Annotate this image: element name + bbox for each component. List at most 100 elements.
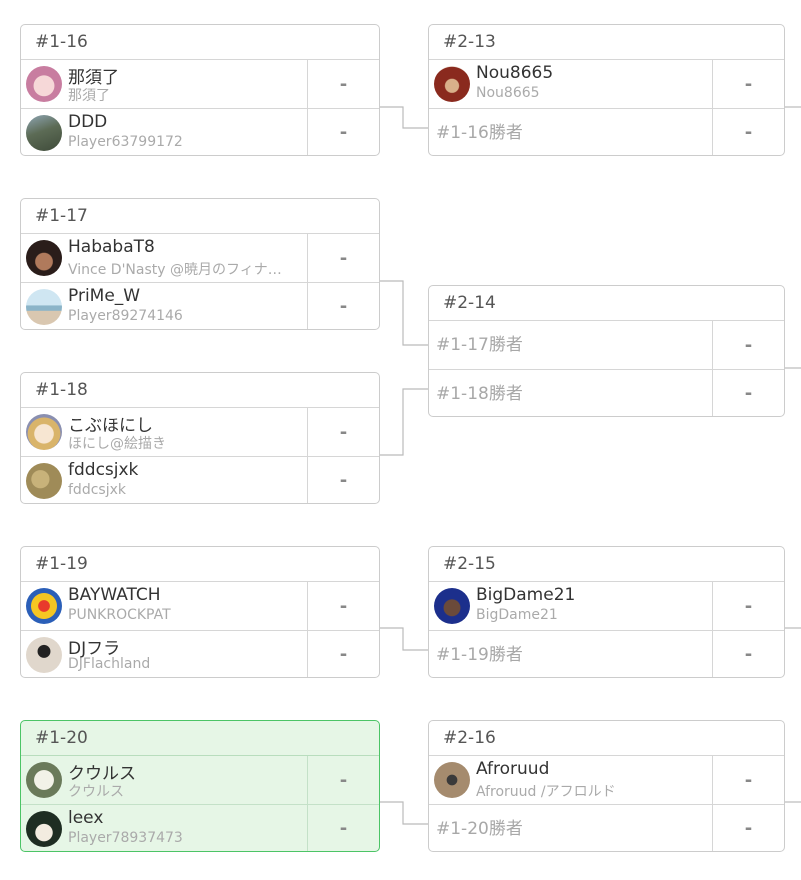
winner-placeholder: #1-19勝者 bbox=[436, 645, 523, 665]
player-row[interactable]: DDD Player63799172 - bbox=[21, 108, 379, 155]
match-id: #2-15 bbox=[429, 547, 784, 582]
match-2-15[interactable]: #2-15 BigDame21 BigDame21 - #1-19勝者 - bbox=[428, 546, 785, 678]
score: - bbox=[307, 805, 379, 851]
connector-1-19-to-2-15 bbox=[380, 627, 428, 651]
player-subname: クウルス bbox=[68, 784, 124, 800]
player-name: PriMe_W bbox=[68, 286, 141, 306]
avatar bbox=[26, 762, 62, 798]
player-name: fddcsjxk bbox=[68, 460, 139, 480]
player-row[interactable]: HababaT8 Vince D'Nasty @暁月のフィナ… - bbox=[21, 234, 379, 282]
score: - bbox=[712, 370, 784, 416]
match-id: #1-19 bbox=[21, 547, 379, 582]
score: - bbox=[307, 234, 379, 282]
match-1-17[interactable]: #1-17 HababaT8 Vince D'Nasty @暁月のフィナ… - … bbox=[20, 198, 380, 330]
match-2-13[interactable]: #2-13 Nou8665 Nou8665 - #1-16勝者 - bbox=[428, 24, 785, 156]
score: - bbox=[712, 582, 784, 630]
player-row[interactable]: クウルス クウルス - bbox=[21, 756, 379, 804]
player-name: DJフラ bbox=[68, 639, 121, 659]
player-subname: Nou8665 bbox=[476, 85, 540, 101]
match-id: #1-20 bbox=[21, 721, 379, 756]
player-row[interactable]: #1-17勝者 - bbox=[429, 321, 784, 369]
player-subname: 那須了 bbox=[68, 88, 110, 104]
player-name: DDD bbox=[68, 112, 108, 132]
player-name: leex bbox=[68, 808, 104, 828]
player-row[interactable]: BigDame21 BigDame21 - bbox=[429, 582, 784, 630]
avatar bbox=[434, 588, 470, 624]
score: - bbox=[307, 408, 379, 456]
player-row[interactable]: PriMe_W Player89274146 - bbox=[21, 282, 379, 329]
avatar bbox=[26, 289, 62, 325]
player-subname: Player78937473 bbox=[68, 830, 183, 846]
player-row[interactable]: #1-16勝者 - bbox=[429, 108, 784, 155]
avatar bbox=[26, 463, 62, 499]
score: - bbox=[712, 60, 784, 108]
winner-placeholder: #1-16勝者 bbox=[436, 123, 523, 143]
player-row[interactable]: BAYWATCH PUNKROCKPAT - bbox=[21, 582, 379, 630]
score: - bbox=[307, 109, 379, 155]
player-subname: ほにし@絵描き bbox=[68, 436, 166, 452]
player-subname: BigDame21 bbox=[476, 607, 558, 623]
player-name: BAYWATCH bbox=[68, 585, 161, 605]
player-row[interactable]: Nou8665 Nou8665 - bbox=[429, 60, 784, 108]
score: - bbox=[712, 805, 784, 851]
connector-1-17-to-2-14 bbox=[380, 280, 428, 346]
match-2-16[interactable]: #2-16 Afroruud Afroruud /アフロルド - #1-20勝者… bbox=[428, 720, 785, 852]
player-subname: PUNKROCKPAT bbox=[68, 607, 171, 623]
winner-placeholder: #1-17勝者 bbox=[436, 335, 523, 355]
avatar bbox=[26, 811, 62, 847]
player-subname: Vince D'Nasty @暁月のフィナ… bbox=[68, 262, 282, 278]
score: - bbox=[712, 631, 784, 677]
player-subname: DJFlachland bbox=[68, 656, 151, 672]
score: - bbox=[307, 582, 379, 630]
score: - bbox=[307, 283, 379, 329]
player-subname: Player89274146 bbox=[68, 308, 183, 324]
score: - bbox=[307, 457, 379, 503]
player-subname: Player63799172 bbox=[68, 134, 183, 150]
player-row[interactable]: #1-20勝者 - bbox=[429, 804, 784, 851]
match-1-16[interactable]: #1-16 那須了 那須了 - DDD Player63799172 - bbox=[20, 24, 380, 156]
player-row[interactable]: leex Player78937473 - bbox=[21, 804, 379, 851]
match-2-14[interactable]: #2-14 #1-17勝者 - #1-18勝者 - bbox=[428, 285, 785, 417]
match-id: #1-16 bbox=[21, 25, 379, 60]
player-name: HababaT8 bbox=[68, 237, 155, 257]
match-1-20[interactable]: #1-20 クウルス クウルス - leex Player78937473 - bbox=[20, 720, 380, 852]
score: - bbox=[307, 60, 379, 108]
player-name: Nou8665 bbox=[476, 63, 554, 83]
player-row[interactable]: #1-18勝者 - bbox=[429, 369, 784, 416]
winner-placeholder: #1-20勝者 bbox=[436, 819, 523, 839]
player-name: BigDame21 bbox=[476, 585, 576, 605]
connector-1-16-to-2-13 bbox=[380, 106, 428, 129]
score: - bbox=[712, 756, 784, 804]
match-id: #2-13 bbox=[429, 25, 784, 60]
score: - bbox=[712, 109, 784, 155]
player-name: Afroruud bbox=[476, 759, 550, 779]
player-name: 那須了 bbox=[68, 68, 119, 88]
player-name: こぶほにし bbox=[68, 416, 153, 436]
player-name: クウルス bbox=[68, 764, 136, 784]
match-1-19[interactable]: #1-19 BAYWATCH PUNKROCKPAT - DJフラ DJFlac… bbox=[20, 546, 380, 678]
connector-1-20-to-2-16 bbox=[380, 801, 428, 825]
player-row[interactable]: DJフラ DJFlachland - bbox=[21, 630, 379, 677]
player-subname: fddcsjxk bbox=[68, 482, 126, 498]
player-subname: Afroruud /アフロルド bbox=[476, 784, 616, 800]
match-id: #1-17 bbox=[21, 199, 379, 234]
match-id: #1-18 bbox=[21, 373, 379, 408]
score: - bbox=[307, 756, 379, 804]
winner-placeholder: #1-18勝者 bbox=[436, 384, 523, 404]
avatar bbox=[26, 637, 62, 673]
match-id: #2-16 bbox=[429, 721, 784, 756]
player-row[interactable]: 那須了 那須了 - bbox=[21, 60, 379, 108]
match-1-18[interactable]: #1-18 こぶほにし ほにし@絵描き - fddcsjxk fddcsjxk … bbox=[20, 372, 380, 504]
player-row[interactable]: こぶほにし ほにし@絵描き - bbox=[21, 408, 379, 456]
player-row[interactable]: fddcsjxk fddcsjxk - bbox=[21, 456, 379, 503]
score: - bbox=[712, 321, 784, 369]
avatar bbox=[26, 588, 62, 624]
player-row[interactable]: Afroruud Afroruud /アフロルド - bbox=[429, 756, 784, 804]
player-row[interactable]: #1-19勝者 - bbox=[429, 630, 784, 677]
score: - bbox=[307, 631, 379, 677]
match-id: #2-14 bbox=[429, 286, 784, 321]
avatar bbox=[26, 115, 62, 151]
connector-1-18-to-2-14 bbox=[380, 388, 428, 456]
avatar bbox=[26, 240, 62, 276]
avatar bbox=[434, 66, 470, 102]
